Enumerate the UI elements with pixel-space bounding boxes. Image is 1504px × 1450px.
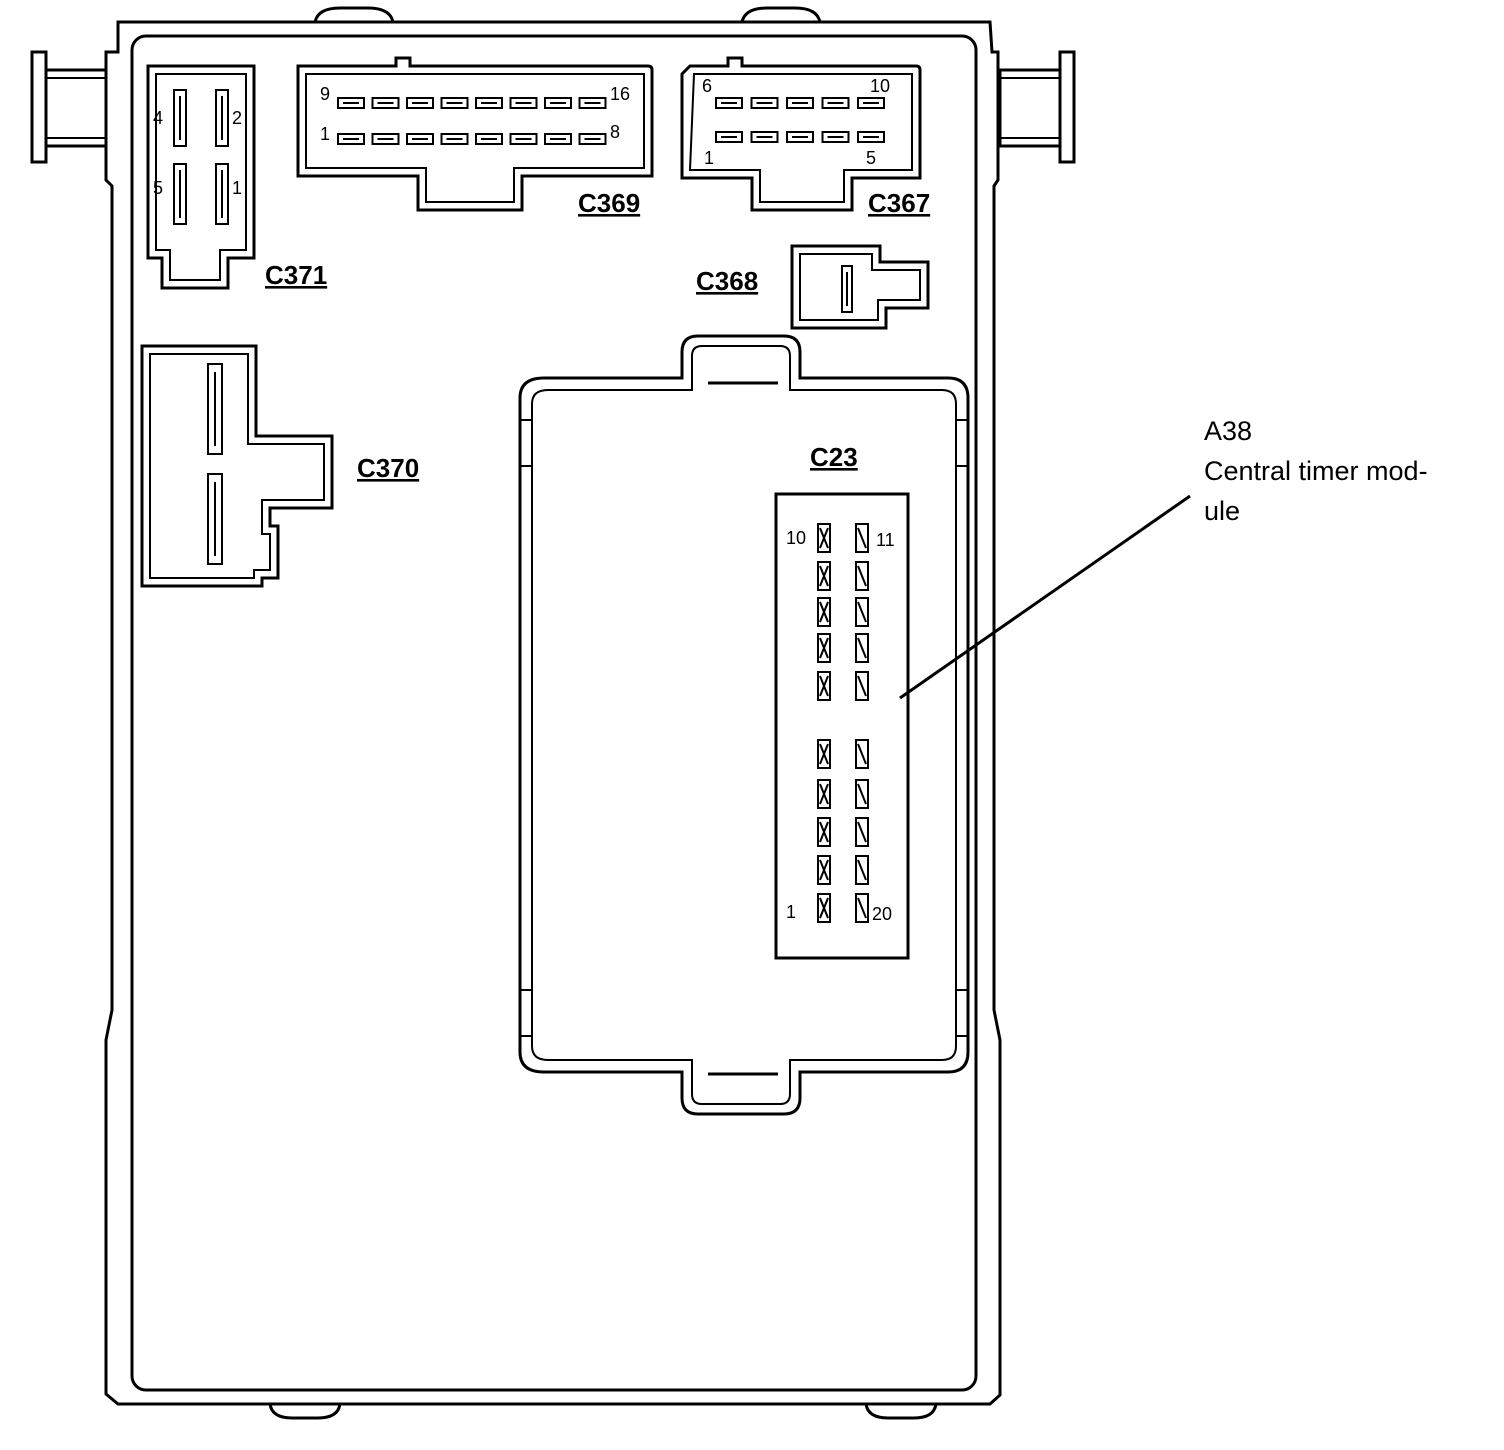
c367-pin-10: 10 bbox=[870, 76, 890, 96]
c23-terminal bbox=[855, 633, 869, 663]
c23-terminal bbox=[855, 671, 869, 701]
c369-terminal bbox=[337, 97, 365, 109]
c369-terminal bbox=[578, 97, 607, 109]
c369-terminal bbox=[509, 97, 538, 109]
c369-terminal bbox=[371, 133, 400, 145]
c369-pin-8: 8 bbox=[610, 122, 620, 142]
c367-terminal bbox=[857, 97, 885, 109]
c23-terminal bbox=[855, 893, 869, 923]
connector-c371: 4 2 5 1 bbox=[146, 64, 256, 290]
module-cover bbox=[518, 334, 970, 1116]
mounting-tab-left bbox=[30, 50, 108, 164]
c23-label: C23 bbox=[810, 442, 858, 472]
c367-terminal bbox=[715, 131, 743, 143]
c367-terminal bbox=[821, 97, 850, 109]
module-description-line2: ule bbox=[1204, 496, 1240, 526]
c371-pin-1: 1 bbox=[232, 178, 242, 198]
c369-label: C369 bbox=[578, 188, 640, 218]
c369-pin-9: 9 bbox=[320, 84, 330, 104]
c368-label: C368 bbox=[696, 266, 758, 296]
connector-c369: 9 16 1 8 bbox=[296, 56, 654, 212]
c367-terminal bbox=[750, 131, 779, 143]
c23-terminal bbox=[817, 633, 831, 663]
c23-terminal bbox=[855, 597, 869, 627]
c23-terminal bbox=[817, 561, 831, 591]
module-housing bbox=[104, 6, 1002, 1420]
c23-terminal bbox=[855, 779, 869, 809]
c369-pin-16: 16 bbox=[610, 84, 630, 104]
c367-terminal bbox=[857, 131, 885, 143]
module-id-label: A38 bbox=[1204, 416, 1252, 446]
c369-terminal bbox=[406, 97, 434, 109]
c23-pin-1: 1 bbox=[786, 902, 796, 922]
c371-pin-5: 5 bbox=[153, 178, 163, 198]
callout-leader-line bbox=[899, 494, 1191, 700]
c371-label: C371 bbox=[265, 260, 327, 290]
c23-terminal bbox=[855, 739, 869, 769]
c371-pin-2: 2 bbox=[232, 108, 242, 128]
connector-c23: 10 11 1 20 bbox=[774, 492, 910, 960]
c23-terminal bbox=[817, 893, 831, 923]
c23-pin-20: 20 bbox=[872, 904, 892, 924]
c367-terminal bbox=[786, 131, 814, 143]
mounting-tab-right bbox=[998, 50, 1076, 164]
c367-pin-6: 6 bbox=[702, 76, 712, 96]
c367-pin-5: 5 bbox=[866, 148, 876, 168]
connector-c370 bbox=[140, 344, 334, 588]
c367-terminal bbox=[715, 97, 743, 109]
c369-pin-1: 1 bbox=[320, 124, 330, 144]
c23-pin-11: 11 bbox=[876, 530, 895, 550]
c23-terminal bbox=[855, 561, 869, 591]
c369-terminal bbox=[371, 97, 400, 109]
c23-terminal bbox=[817, 817, 831, 847]
c23-terminal bbox=[817, 523, 831, 553]
c369-terminal bbox=[578, 133, 607, 145]
c369-terminal bbox=[544, 133, 572, 145]
c23-terminal bbox=[817, 597, 831, 627]
c369-terminal bbox=[544, 97, 572, 109]
c367-terminal bbox=[821, 131, 850, 143]
c367-terminal bbox=[786, 97, 814, 109]
c23-terminal bbox=[817, 739, 831, 769]
c23-terminal bbox=[817, 855, 831, 885]
c23-terminal bbox=[855, 817, 869, 847]
module-description-line1: Central timer mod- bbox=[1204, 456, 1428, 486]
c367-label: C367 bbox=[868, 188, 930, 218]
c371-pin-4: 4 bbox=[153, 108, 163, 128]
c23-terminal bbox=[855, 523, 869, 553]
c23-terminal bbox=[817, 671, 831, 701]
c369-terminal bbox=[406, 133, 434, 145]
c369-terminal bbox=[337, 133, 365, 145]
c23-terminal bbox=[817, 779, 831, 809]
connector-c367: 6 10 1 5 bbox=[680, 56, 922, 212]
c369-terminal bbox=[509, 133, 538, 145]
c23-pin-10: 10 bbox=[786, 528, 806, 548]
c370-label: C370 bbox=[357, 453, 419, 483]
c23-terminal bbox=[855, 855, 869, 885]
c369-terminal bbox=[475, 97, 503, 109]
c369-terminal bbox=[440, 133, 469, 145]
c369-terminal bbox=[475, 133, 503, 145]
c367-terminal bbox=[750, 97, 779, 109]
c369-terminal bbox=[440, 97, 469, 109]
c367-pin-1: 1 bbox=[704, 148, 714, 168]
connector-c368 bbox=[790, 244, 930, 330]
